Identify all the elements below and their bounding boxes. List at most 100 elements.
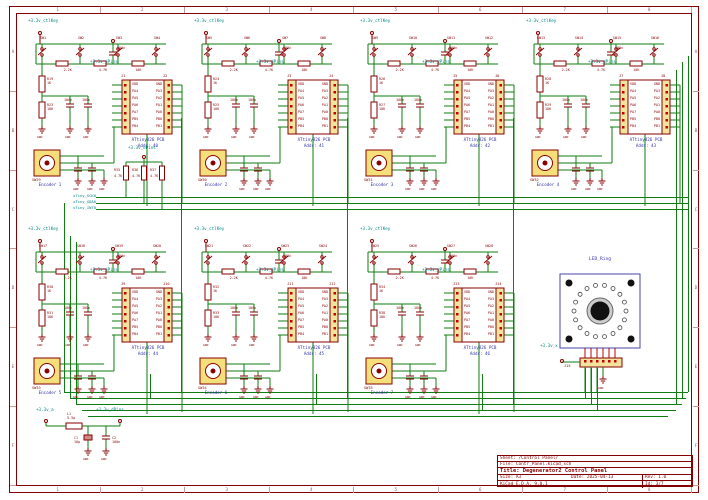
i2c-pullup-group[interactable]: +3.3v_dPins R35 R36 R37 4.7K 4.7K 4.7K: [114, 145, 184, 210]
resistor-values-row: 2.2K 4.7K 10K: [50, 68, 156, 72]
rotary-encoder-symbol: [199, 357, 227, 385]
module-i2c-address: Addr: 40: [137, 143, 159, 148]
gnd-label: GND: [535, 135, 541, 139]
gnd-label: GND: [597, 187, 603, 191]
block-wiring-graphic: [531, 31, 681, 206]
wire-segment: [347, 118, 348, 398]
resistor-ref-value: R38 10K: [379, 311, 386, 319]
encoder-name: Encoder 3: [370, 182, 394, 187]
encoder-circuit-block[interactable]: +3.3v_ctlKey SW13 SW14 SW15 SW16 2.2K 4.…: [524, 18, 686, 206]
encoder-ref: SW31: [364, 178, 373, 182]
gnd-label: GND: [253, 187, 259, 191]
capacitor-value: 100n: [64, 98, 73, 102]
resistor-ref-value: R31 10K: [47, 311, 54, 319]
resistor-value: 10K: [467, 68, 474, 72]
gnd-label: GND: [73, 187, 79, 191]
encoder-circuit-block[interactable]: +3.3v_ctlKey SW17 SW18 SW19 SW20 2.2K 4.…: [26, 226, 188, 414]
switch-ref: SW19: [114, 244, 124, 248]
gnd-label: GND: [585, 187, 591, 191]
switch-labels-row: SW1 SW2 SW3 SW4: [24, 36, 176, 40]
title-block-tool: KiCad E.D.A. 9.0.1: [500, 482, 548, 487]
switch-ref: SW12: [484, 36, 494, 40]
capacitor-value: 100n: [580, 98, 589, 102]
resistor-value: 10K: [301, 276, 308, 280]
resistor-value: 2.2K: [395, 68, 404, 72]
gnd-label: GND: [231, 135, 237, 139]
resistor-value: 2.2K: [561, 68, 570, 72]
switch-ref: SW6: [243, 36, 251, 40]
module-pin-names-left: VDD PA4 PA5 PA6 PA7 PB5 PB4: [298, 290, 305, 336]
title-block-size: Size: A3: [500, 475, 522, 480]
encoder-circuit-block[interactable]: +3.3v_ctlKey SW21 SW22 SW23 SW24 2.2K 4.…: [192, 226, 354, 414]
gnd-label: GND: [249, 343, 255, 347]
resistor-ref-value: R34 1K: [379, 285, 386, 293]
module-i2c-address: Addr: 44: [137, 351, 159, 356]
switch-ref: SW8: [319, 36, 327, 40]
module-i2c-address: Addr: 46: [469, 351, 491, 356]
resistor-value: 4.7K: [430, 276, 440, 280]
wire-segment: [76, 242, 77, 404]
resistor-value: 10K: [135, 68, 142, 72]
frame-column-label: 5: [354, 487, 439, 493]
gnd-label: GND: [405, 187, 411, 191]
wire-segment: [70, 398, 686, 399]
rotary-encoder-symbol: [531, 149, 559, 177]
gnd-label: GND: [431, 187, 437, 191]
frame-column-label: 1: [16, 7, 101, 13]
resistor-value: 2.2K: [395, 276, 404, 280]
capacitor-value: 100n: [230, 306, 239, 310]
resistor-ref-value: R28 1K: [545, 77, 552, 85]
power-net-label: +3.3v_dPins: [90, 59, 118, 64]
sheet-frame-outer: [9, 6, 699, 493]
supply-filter-circuit[interactable]: +3.3v_a +3.3v_dPins L1 5.5µ C1 10µ C2 10…: [36, 406, 132, 462]
block-wiring-graphic: [199, 31, 349, 206]
connector-ref: J4: [329, 74, 334, 78]
encoder-circuit-block[interactable]: +3.3v_ctlKey SW1 SW2 SW3 SW4 2.2K 4.7K 1…: [24, 18, 188, 206]
encoder-circuit-block[interactable]: +3.3v_ctlKey SW5 SW6 SW7 SW8 2.2K 4.7K 1…: [192, 18, 354, 206]
switch-ref: SW2: [77, 36, 85, 40]
connector-ref: J9: [121, 282, 126, 286]
net-label: xTiny_SDA0: [73, 199, 96, 204]
block-wiring-graphic: [199, 239, 349, 414]
encoder-ref: SW29: [32, 178, 41, 182]
wire-segment: [76, 404, 682, 405]
frame-column-label: 2: [101, 487, 185, 493]
resistor-ref-value: R32 1K: [213, 285, 220, 293]
resistor-ref-value: R23 10K: [47, 103, 54, 111]
capacitor-value: 100n: [414, 306, 423, 310]
gnd-label: GND: [397, 343, 403, 347]
capacitor-value: 100n: [230, 98, 239, 102]
title-block-rev: Rev: 1.0: [642, 475, 690, 480]
encoder-ref: SW33: [32, 386, 41, 390]
encoder-circuit-block[interactable]: +3.3v_ctlKey SW9 SW10 SW11 SW12 2.2K 4.7…: [356, 18, 520, 206]
frame-column-label: 4: [270, 487, 354, 493]
resistor-ref: R37: [150, 168, 157, 172]
gnd-label: GND: [87, 395, 93, 399]
module-pin-names-right: GND PA3 PA2 PA1 PA0 PB0 PB1: [155, 290, 162, 336]
switch-ref: SW11: [446, 36, 456, 40]
connector-ref: J1: [121, 74, 126, 78]
frame-column-label: 5: [354, 7, 439, 13]
switch-labels-row: SW9 SW10 SW11 SW12: [356, 36, 508, 40]
frame-row-label: B: [10, 92, 16, 171]
module-i2c-address: Addr: 45: [303, 351, 325, 356]
led-ring-assembly[interactable]: LED_Ring +3.3v_x: [540, 257, 652, 392]
frame-column-label: 2: [101, 7, 185, 13]
encoder-ref: SW30: [198, 178, 207, 182]
power-net-label: +3.3v_dPins: [128, 145, 156, 150]
frame-row-label: E: [693, 328, 699, 408]
resistor-value: 4.7K: [98, 68, 108, 72]
gnd-label: GND: [65, 343, 71, 347]
gnd-label: GND: [253, 395, 259, 399]
gnd-label: GND: [203, 343, 209, 347]
module-name: ATtiny826 PCB: [131, 345, 165, 350]
gnd-label: GND: [99, 187, 105, 191]
gnd-label: GND: [598, 386, 604, 390]
net-label: xTiny_SCK0: [73, 193, 96, 198]
encoder-circuit-block[interactable]: +3.3v_ctlKey SW25 SW26 SW27 SW28 2.2K 4.…: [358, 226, 520, 414]
gnd-label: GND: [87, 187, 93, 191]
